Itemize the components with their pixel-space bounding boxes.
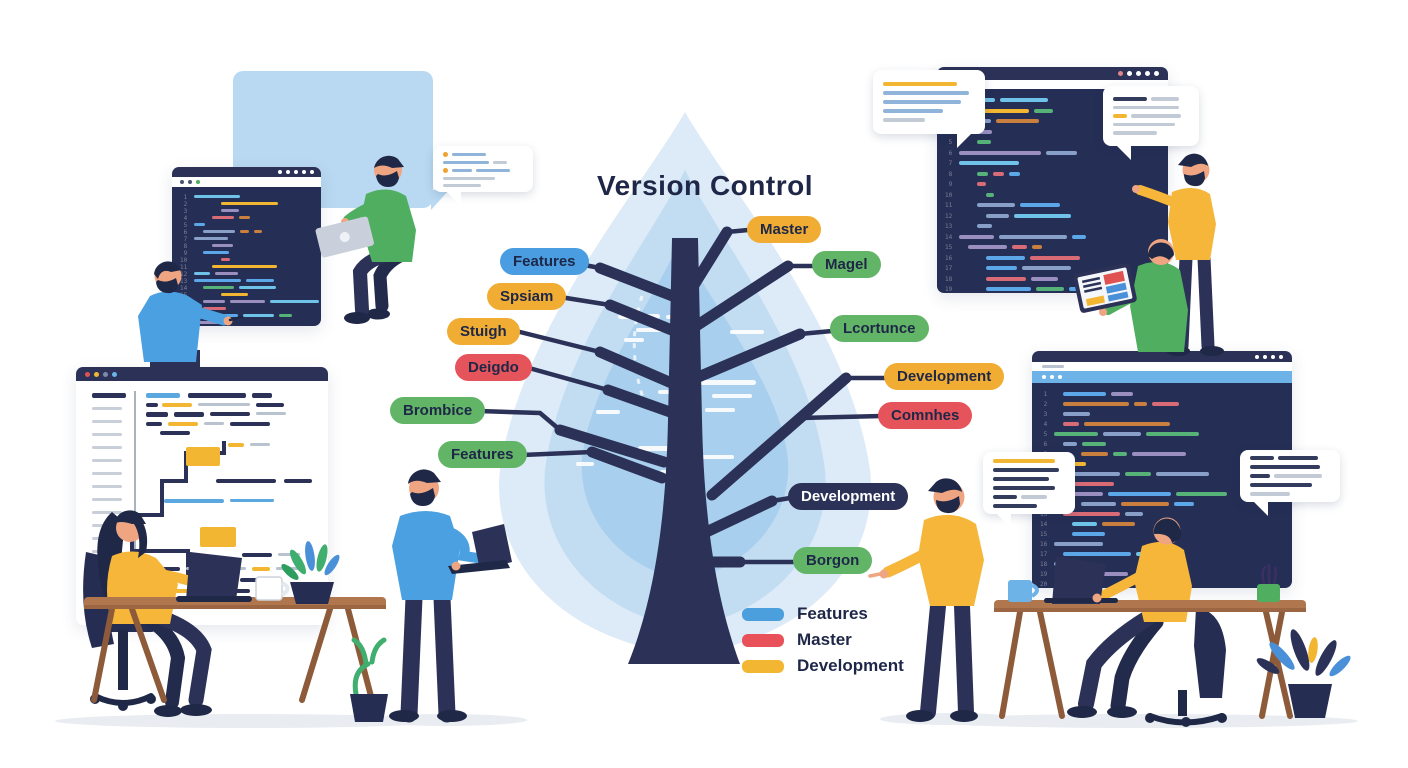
tree-trunk: [628, 238, 740, 664]
legend-swatch-master: [742, 633, 784, 647]
blue-mug: [1008, 580, 1032, 602]
chat-bubble-top-right-a: [873, 70, 985, 148]
window-toolbar: [1032, 362, 1292, 371]
legend-row-development: Development: [742, 653, 904, 679]
bluebar-dots: [1042, 375, 1062, 379]
window-dots: [85, 371, 117, 377]
window-titlebar: [76, 367, 328, 381]
branch-label-magel: Magel: [812, 251, 881, 278]
branch-label-lcortunce: Lcortunce: [830, 315, 929, 342]
branch-label-brombice: Brombice: [390, 397, 486, 424]
floor-plant-center: [350, 637, 388, 722]
flowchart-window-bottom-left: [76, 367, 328, 625]
laptop-gray: [315, 216, 374, 258]
window-bluebar: [1032, 371, 1292, 383]
tree-trunk-branches: [476, 226, 889, 568]
chat-bubble-top-right-b: [1103, 86, 1199, 160]
chat-bubble-bottom-right-b: [1240, 450, 1340, 516]
window-titlebar: [1032, 351, 1292, 362]
legend-row-features: Features: [742, 601, 904, 627]
branch-label-comnhes: Comnhes: [878, 402, 973, 429]
branch-label-master: Master: [747, 216, 822, 243]
small-chat-bubble-top-left: [433, 146, 533, 206]
branch-label-development-yellow: Development: [884, 363, 1005, 390]
legend-label-features: Features: [797, 604, 868, 623]
code-area: 1 2 3 4 5 6 7 8 9 10 11 12 13 14 15 16 1…: [172, 187, 321, 326]
branch-label-development-navy: Development: [788, 483, 909, 510]
code-editor-window-top-left: 1 2 3 4 5 6 7 8 9 10 11 12 13 14 15 16 1…: [172, 167, 321, 326]
toolbar-dots: [180, 180, 200, 184]
branch-label-features-green: Features: [438, 441, 527, 468]
floor-plant-right: [1256, 629, 1351, 718]
chat-bubble-bottom-right-a: [983, 452, 1075, 528]
window-titlebar: [172, 167, 321, 177]
legend-label-master: Master: [797, 630, 852, 649]
legend-label-development: Development: [797, 656, 904, 675]
canopy-code-dashes: [576, 295, 764, 474]
branch-label-features-blue: Features: [500, 248, 589, 275]
window-titlebar: [937, 67, 1168, 80]
legend-swatch-development: [742, 659, 784, 673]
legend-swatch-features: [742, 607, 784, 621]
ground-shadows: [55, 713, 1358, 728]
branch-label-deigdo: Deigdo: [455, 354, 532, 381]
window-dots: [278, 170, 314, 174]
person-standing-laptop: [389, 469, 512, 723]
laptop-held: [472, 524, 512, 570]
branch-label-borgon: Borgon: [793, 547, 873, 574]
window-dots: [1118, 71, 1159, 76]
toolbar-dash: [1042, 365, 1064, 368]
window-toolbar: [172, 177, 321, 187]
branch-label-stuigh: Stuigh: [447, 318, 520, 345]
branch-label-spsiam: Spsiam: [487, 283, 567, 310]
flowchart-content: [92, 391, 312, 609]
window-dots: [1255, 354, 1283, 359]
legend: Features Master Development: [742, 601, 904, 679]
legend-row-master: Master: [742, 627, 904, 653]
page-title: Version Control: [597, 170, 813, 201]
